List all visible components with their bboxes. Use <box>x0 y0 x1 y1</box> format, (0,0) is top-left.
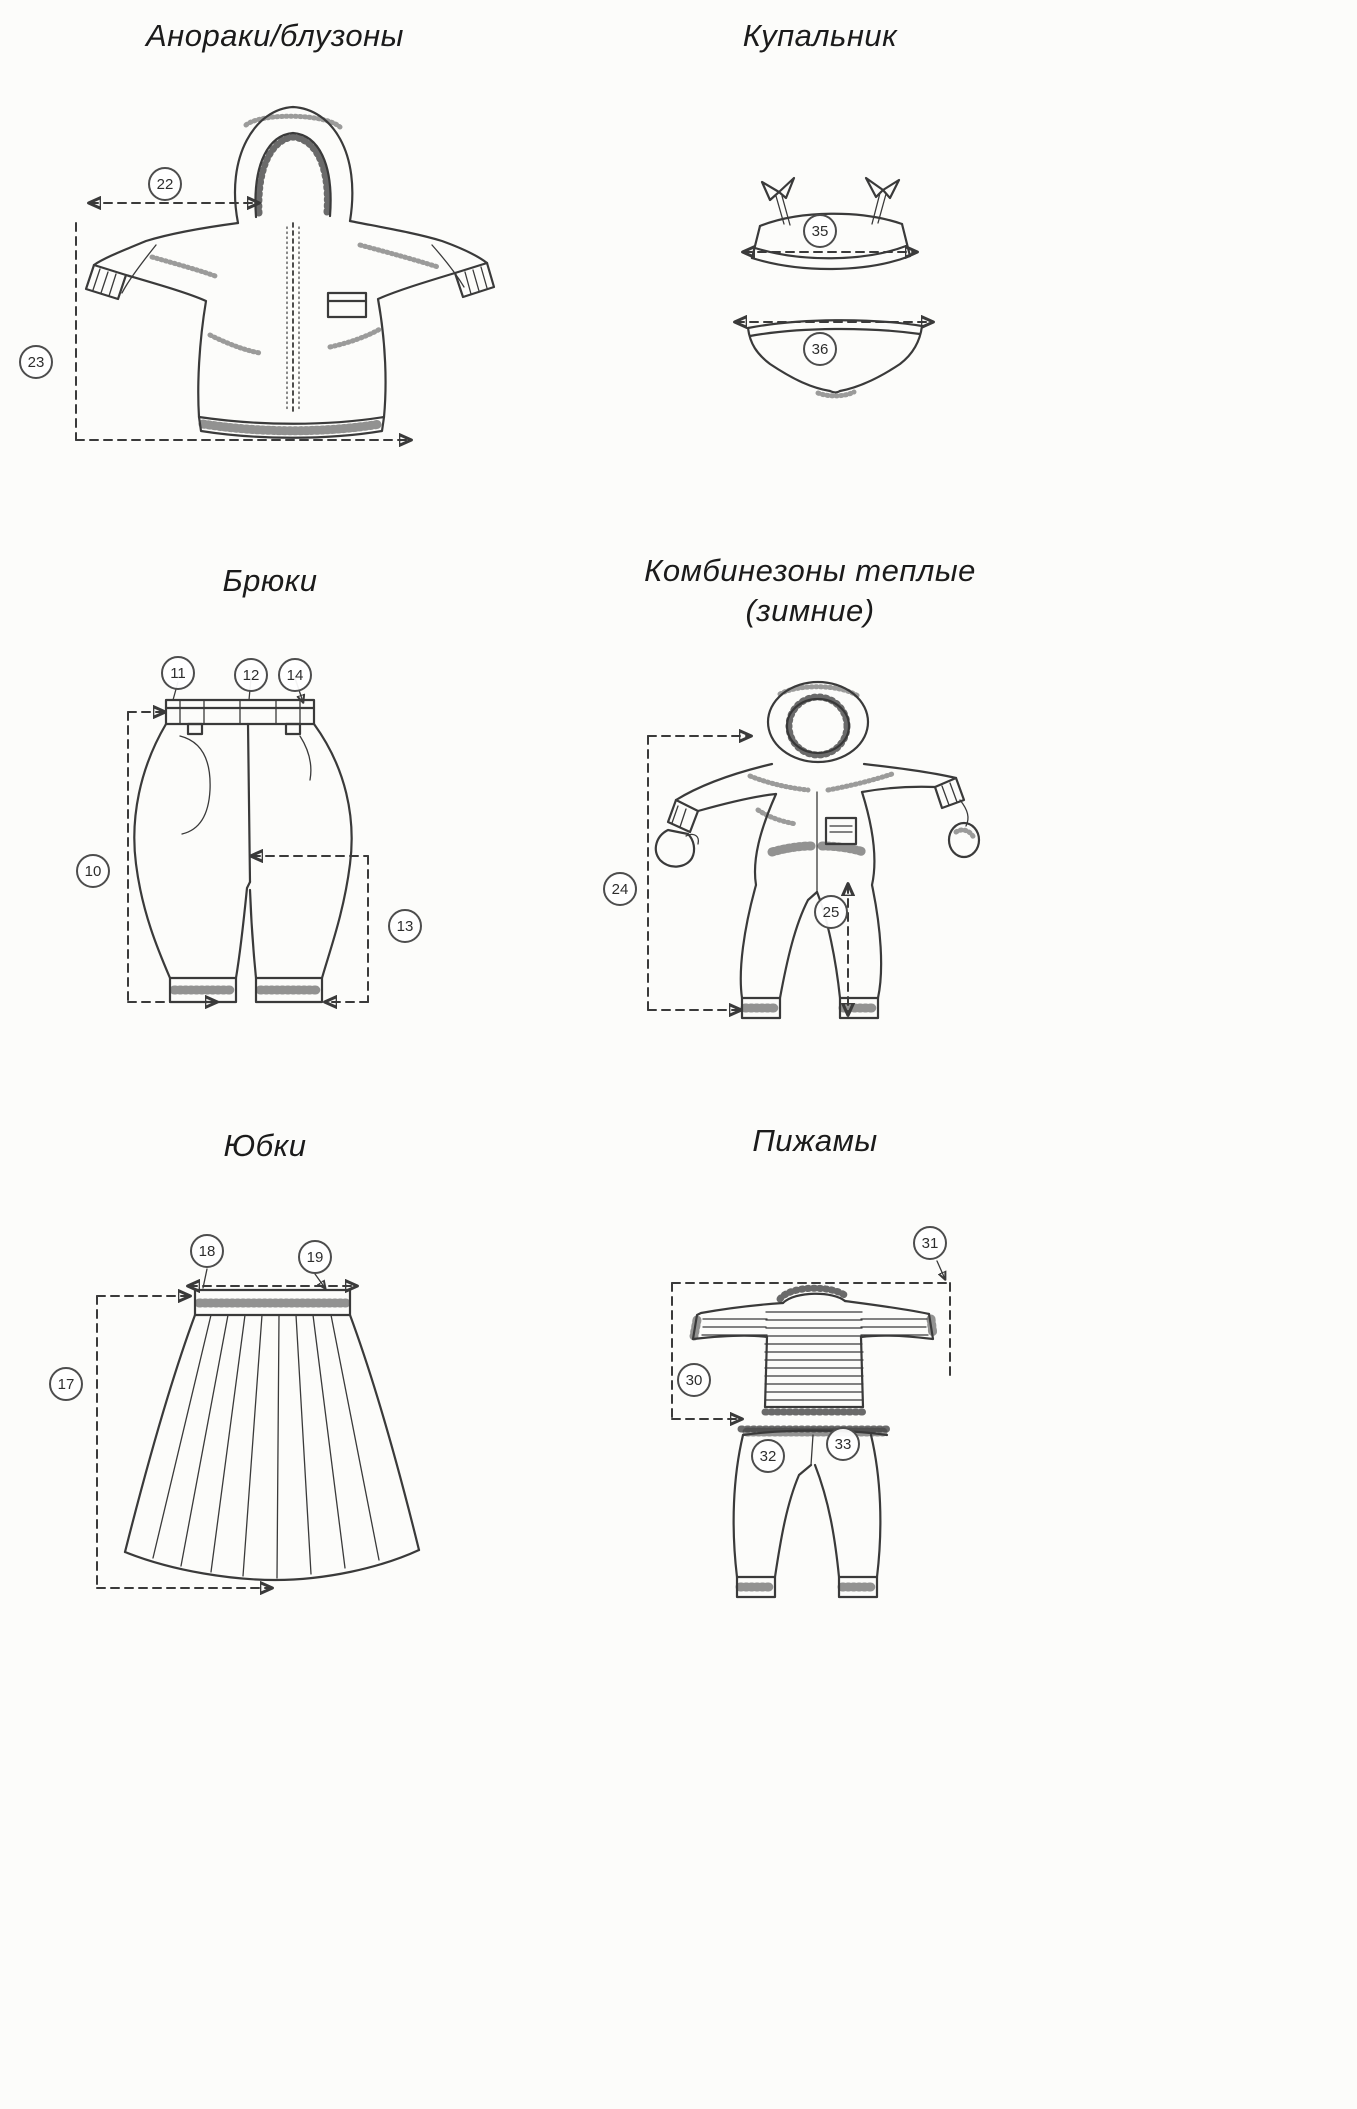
swimsuit-bottom <box>736 320 932 399</box>
callout-35: 35 <box>803 214 837 248</box>
pajama-bottoms <box>732 1425 893 1599</box>
section-overalls: Комбинезоны теплые (зимние) <box>590 545 1030 1105</box>
callout-31-label: 31 <box>921 1234 939 1252</box>
anorak-sketch <box>75 105 496 475</box>
callout-14-label: 14 <box>286 666 304 684</box>
callout-11: 11 <box>161 656 195 690</box>
skirt-waistband <box>189 1286 356 1317</box>
swimsuit-top <box>744 176 916 271</box>
callout-19: 19 <box>298 1240 332 1274</box>
section-title-anoraks: Анораки/блузоны <box>145 18 404 53</box>
callout-22: 22 <box>148 167 182 201</box>
callout-14: 14 <box>278 658 312 692</box>
overalls-drawing <box>630 680 990 1050</box>
callout-31: 31 <box>913 1226 947 1260</box>
swimsuit-sketch <box>700 176 980 399</box>
callout-12-label: 12 <box>242 666 260 684</box>
measure-frame <box>647 736 848 1014</box>
callout-19-label: 19 <box>306 1248 324 1266</box>
anorak-body <box>84 219 496 439</box>
measure-frame <box>75 203 410 440</box>
section-title-overalls: Комбинезоны теплые <box>644 553 976 588</box>
callout-10: 10 <box>76 854 110 888</box>
trousers-waistband <box>164 698 316 736</box>
section-anoraks: Анораки/блузоны <box>15 10 535 510</box>
measure-frame <box>671 1260 951 1419</box>
section-subtitle-overalls: (зимние) <box>745 593 875 628</box>
overalls-body <box>739 771 895 1020</box>
anorak-drawing <box>60 95 500 475</box>
callout-17-label: 17 <box>57 1375 75 1393</box>
trousers-drawing <box>100 650 440 1050</box>
callout-33-label: 33 <box>834 1435 852 1453</box>
section-trousers: Брюки <box>40 555 500 1075</box>
callout-35-label: 35 <box>811 222 829 240</box>
overalls-arms <box>654 762 981 868</box>
callout-18: 18 <box>190 1234 224 1268</box>
callout-10-label: 10 <box>84 862 102 880</box>
measure-frame <box>96 1296 271 1588</box>
callout-24-label: 24 <box>611 880 629 898</box>
section-title-pajamas: Пижамы <box>752 1123 878 1158</box>
callout-36-label: 36 <box>811 340 829 358</box>
callout-25: 25 <box>814 895 848 929</box>
section-skirts: Юбки <box>45 1120 485 1660</box>
anorak-hood <box>233 105 354 225</box>
skirt-sketch <box>96 1268 421 1600</box>
callout-12: 12 <box>234 658 268 692</box>
callout-32-label: 32 <box>759 1447 777 1465</box>
callout-11-label: 11 <box>170 664 186 682</box>
callout-30: 30 <box>677 1363 711 1397</box>
callout-22-label: 22 <box>156 175 174 193</box>
section-title-swimsuit: Купальник <box>742 18 898 53</box>
callout-13: 13 <box>388 909 422 943</box>
callout-23: 23 <box>19 345 53 379</box>
swimsuit-drawing <box>700 140 980 440</box>
section-swimsuit: Купальник <box>640 10 1000 480</box>
callout-25-label: 25 <box>822 903 840 921</box>
callout-23-label: 23 <box>27 353 45 371</box>
pajamas-drawing <box>645 1215 985 1635</box>
skirt-drawing <box>75 1220 435 1600</box>
pajama-top <box>689 1284 938 1416</box>
overalls-sketch <box>647 680 981 1020</box>
skirt-body <box>123 1313 421 1582</box>
overalls-hood <box>766 680 870 764</box>
callout-32: 32 <box>751 1439 785 1473</box>
pajamas-sketch <box>671 1260 951 1599</box>
callout-24: 24 <box>603 872 637 906</box>
callout-33: 33 <box>826 1427 860 1461</box>
measure-frame <box>127 712 369 1002</box>
callout-30-label: 30 <box>685 1371 703 1389</box>
callout-17: 17 <box>49 1367 83 1401</box>
section-pajamas: Пижамы <box>615 1115 1015 1695</box>
section-title-skirts: Юбки <box>223 1128 307 1163</box>
trousers-body <box>133 722 353 1004</box>
callout-13-label: 13 <box>396 917 414 935</box>
trousers-sketch <box>127 677 369 1050</box>
section-title-trousers: Брюки <box>222 563 318 598</box>
callout-36: 36 <box>803 332 837 366</box>
callout-18-label: 18 <box>198 1242 216 1260</box>
